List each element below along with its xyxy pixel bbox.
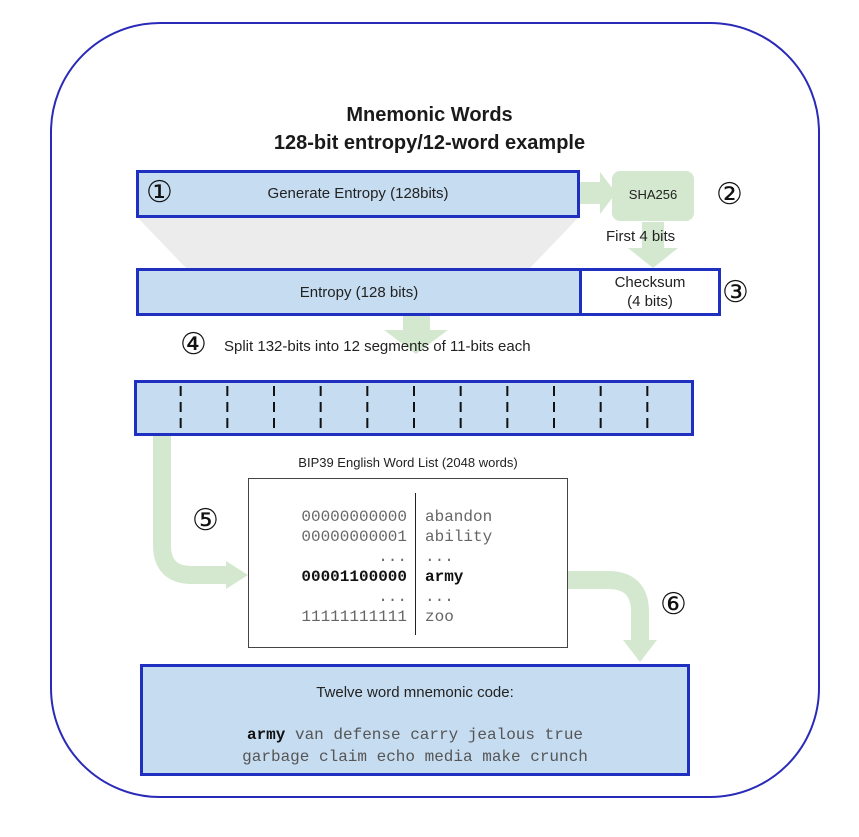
arrow-to-mnemonic-head — [623, 640, 657, 662]
wordlist-word: ... — [425, 588, 454, 606]
step-5-marker: ⑤ — [192, 503, 219, 538]
sha256-box: SHA256 — [612, 171, 694, 221]
wordlist-word: army — [425, 568, 464, 586]
sha256-label: SHA256 — [628, 187, 678, 202]
wordlist-word: ability — [425, 528, 493, 546]
wordlist-bits: 00001100000 — [301, 568, 407, 586]
wordlist-title: BIP39 English Word List (2048 words) — [298, 455, 518, 470]
first-4-bits-label: First 4 bits — [606, 228, 676, 245]
step-3-marker: ③ — [722, 275, 749, 310]
checksum-box: Checksum (4 bits) — [579, 268, 721, 316]
diagram-title: Mnemonic Words — [346, 104, 513, 126]
arrow-to-mnemonic — [568, 571, 649, 640]
wordlist-divider — [415, 493, 416, 635]
step-4-marker: ④ — [180, 327, 207, 362]
mnemonic-line-2: garbage claim echo media make crunch — [242, 748, 588, 766]
wordlist-word: ... — [425, 548, 454, 566]
wordlist-word: abandon — [425, 508, 493, 526]
arrow-to-segments — [384, 306, 448, 354]
generate-entropy-box: Generate Entropy (128bits) — [136, 170, 580, 218]
wordlist-word: zoo — [425, 608, 454, 626]
diagram-frame — [50, 22, 820, 798]
mnemonic-box — [140, 664, 690, 776]
arrow-to-wordlist — [153, 436, 228, 584]
checksum-bits-label: (4 bits) — [627, 293, 673, 310]
split-label: Split 132-bits into 12 segments of 11-bi… — [224, 338, 531, 355]
arrow-to-sha256 — [578, 172, 616, 214]
mnemonic-line-1: army van defense carry jealous true — [140, 726, 690, 744]
mnemonic-heading: Twelve word mnemonic code: — [316, 684, 514, 701]
entropy-funnel — [138, 218, 578, 268]
wordlist-bits: ... — [378, 548, 407, 566]
checksum-label: Checksum — [614, 274, 686, 291]
segment-dividers-overlay — [179, 386, 649, 432]
step-1-marker: ① — [146, 175, 173, 210]
entropy-label: Entropy (128 bits) — [299, 284, 419, 301]
wordlist-bits: 11111111111 — [301, 608, 407, 626]
step-2-marker: ② — [716, 177, 743, 212]
wordlist-table: 00000000000 abandon 00000000001 ability....… — [248, 478, 568, 648]
segment-bar — [134, 380, 694, 436]
wordlist-bits: 00000000000 — [301, 508, 407, 526]
mnemonic-first-word: army — [246, 726, 286, 744]
generate-entropy-label: Generate Entropy (128bits) — [267, 185, 449, 202]
wordlist-bits: 00000000001 — [301, 528, 407, 546]
mnemonic-line-1-rest: van defense carry jealous true — [285, 726, 584, 744]
step-6-marker: ⑥ — [660, 587, 687, 622]
diagram-subtitle: 128-bit entropy/12-word example — [273, 132, 586, 154]
arrow-sha-to-checksum — [628, 222, 678, 268]
arrow-to-wordlist-head — [226, 561, 248, 589]
wordlist-bits: ... — [378, 588, 407, 606]
